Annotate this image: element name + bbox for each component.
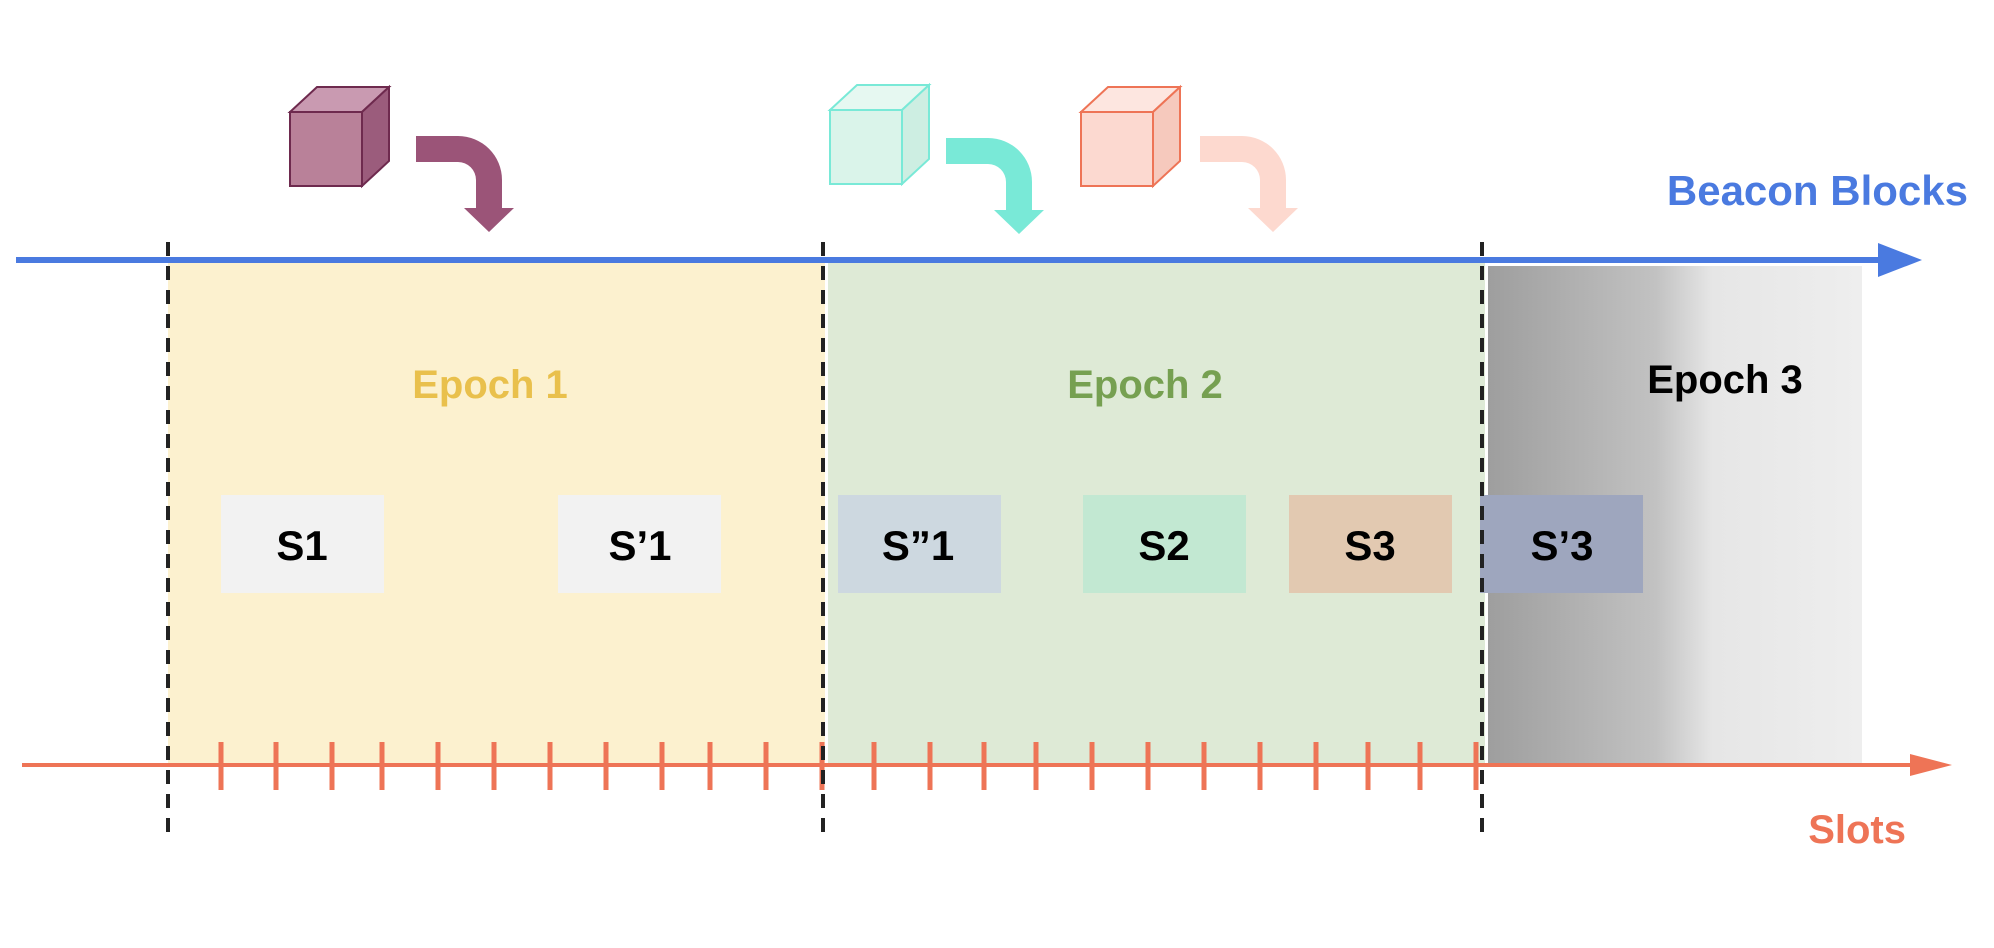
epoch-3-label: Epoch 3 bbox=[1647, 358, 1803, 402]
state-box-s-prime-3: S’3 bbox=[1480, 495, 1643, 593]
epoch-2-label: Epoch 2 bbox=[1067, 363, 1223, 407]
curved-arrow-icon bbox=[1200, 136, 1298, 232]
beacon-blocks-label: Beacon Blocks bbox=[1667, 167, 1968, 214]
block-cube-icon bbox=[287, 84, 392, 189]
state-box-s2: S2 bbox=[1083, 495, 1246, 593]
block-cube-icon bbox=[827, 82, 932, 187]
block-cube-icon bbox=[1078, 84, 1183, 189]
state-label: S2 bbox=[1138, 522, 1189, 569]
state-label: S’3 bbox=[1530, 522, 1593, 569]
curved-arrow-icon bbox=[946, 138, 1044, 234]
state-box-s1: S1 bbox=[221, 495, 384, 593]
slot-ticks bbox=[218, 742, 1479, 790]
epoch-1-label: Epoch 1 bbox=[412, 363, 568, 407]
state-label: S”1 bbox=[882, 522, 954, 569]
beacon-blocks-axis bbox=[16, 243, 1922, 277]
state-box-s-double-prime-1: S”1 bbox=[838, 495, 1001, 593]
slots-axis bbox=[22, 754, 1952, 776]
state-label: S’1 bbox=[608, 522, 671, 569]
state-label: S1 bbox=[276, 522, 327, 569]
state-label: S3 bbox=[1344, 522, 1395, 569]
slots-label: Slots bbox=[1808, 808, 1906, 852]
state-box-s3: S3 bbox=[1289, 495, 1452, 593]
state-box-s-prime-1: S’1 bbox=[558, 495, 721, 593]
curved-arrow-icon bbox=[416, 136, 514, 232]
